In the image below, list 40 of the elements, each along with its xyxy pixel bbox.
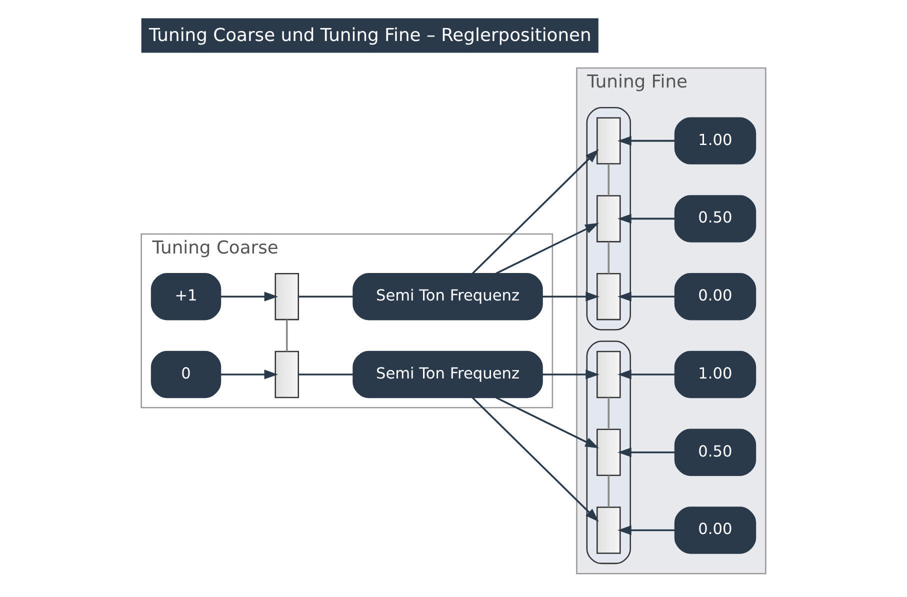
node-box	[596, 350, 621, 398]
connector	[608, 164, 610, 196]
node-box: 0.00	[674, 272, 756, 320]
arrow	[542, 292, 600, 302]
arrow	[618, 370, 675, 380]
connector	[608, 398, 610, 430]
arrow	[472, 396, 599, 522]
arrow	[618, 214, 675, 224]
node-box: 0	[150, 350, 222, 398]
arrow	[542, 370, 600, 380]
node-box	[596, 272, 621, 320]
arrow	[220, 370, 278, 380]
arrow	[618, 292, 675, 302]
node-box	[274, 350, 299, 398]
connector	[608, 242, 610, 274]
node-box	[274, 272, 299, 320]
arrow	[472, 149, 599, 274]
connector	[298, 374, 354, 376]
node-box	[596, 428, 621, 476]
node-box: 1.00	[674, 117, 756, 164]
node-box: 1.00	[674, 350, 756, 398]
node-box: Semi Ton Frequenz	[352, 350, 543, 398]
node-box	[596, 506, 621, 554]
node-box: 0.50	[674, 195, 756, 242]
arrow	[618, 525, 675, 536]
arrow	[618, 136, 675, 146]
node-box	[596, 195, 621, 242]
node-box: 0.50	[674, 428, 756, 476]
node-box: 0.00	[674, 506, 756, 554]
arrow	[496, 396, 599, 448]
arrow	[618, 448, 675, 458]
connector	[286, 320, 288, 352]
connector	[298, 296, 354, 298]
node-box: +1	[150, 272, 222, 320]
node-box: Semi Ton Frequenz	[352, 272, 543, 320]
arrow	[220, 292, 278, 302]
connector	[608, 475, 610, 508]
node-box	[596, 117, 621, 164]
diagram-title: Tuning Coarse und Tuning Fine – Reglerpositionen	[148, 24, 592, 46]
arrow	[496, 222, 599, 274]
